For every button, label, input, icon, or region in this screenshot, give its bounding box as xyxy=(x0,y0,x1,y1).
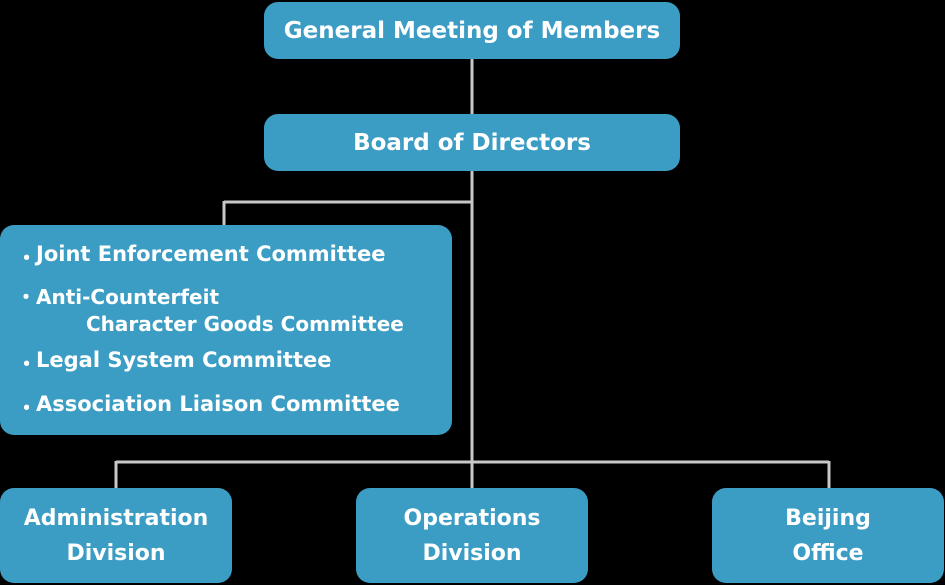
general-meeting-node: General Meeting of Members xyxy=(264,2,680,59)
committee-label-line2: Character Goods Committee xyxy=(86,312,404,336)
general-meeting-label: General Meeting of Members xyxy=(283,17,661,44)
committee-label-line1: Anti-Counterfeit xyxy=(36,285,219,309)
committee-item-anti-counterfeit: ・ Anti-Counterfeit Character Goods Commi… xyxy=(16,284,452,338)
committee-label: Association Liaison Committee xyxy=(36,392,400,416)
bullet-icon: ・ xyxy=(16,285,36,309)
committee-label: Legal System Committee xyxy=(36,348,332,372)
committees-node: ・ Joint Enforcement Committee ・ Anti-Cou… xyxy=(0,225,452,435)
division-label-line1: Administration xyxy=(23,505,209,531)
committee-item-joint-enforcement: ・ Joint Enforcement Committee xyxy=(16,242,452,272)
committee-item-association-liaison: ・ Association Liaison Committee xyxy=(16,392,452,422)
board-label: Board of Directors xyxy=(353,129,591,156)
bullet-icon: ・ xyxy=(16,396,37,420)
division-label-line1: Beijing xyxy=(785,505,871,531)
administration-division-node: Administration Division xyxy=(0,488,232,583)
division-label-line2: Division xyxy=(66,540,166,566)
committee-item-legal-system: ・ Legal System Committee xyxy=(16,348,452,378)
board-of-directors-node: Board of Directors xyxy=(264,114,680,171)
division-label-line2: Division xyxy=(422,540,522,566)
division-label-line2: Office xyxy=(792,540,864,566)
bullet-icon: ・ xyxy=(16,352,37,376)
operations-division-node: Operations Division xyxy=(356,488,588,583)
beijing-office-node: Beijing Office xyxy=(712,488,944,583)
committee-label: Joint Enforcement Committee xyxy=(36,242,386,266)
division-label-line1: Operations xyxy=(403,505,541,531)
bullet-icon: ・ xyxy=(16,246,37,270)
